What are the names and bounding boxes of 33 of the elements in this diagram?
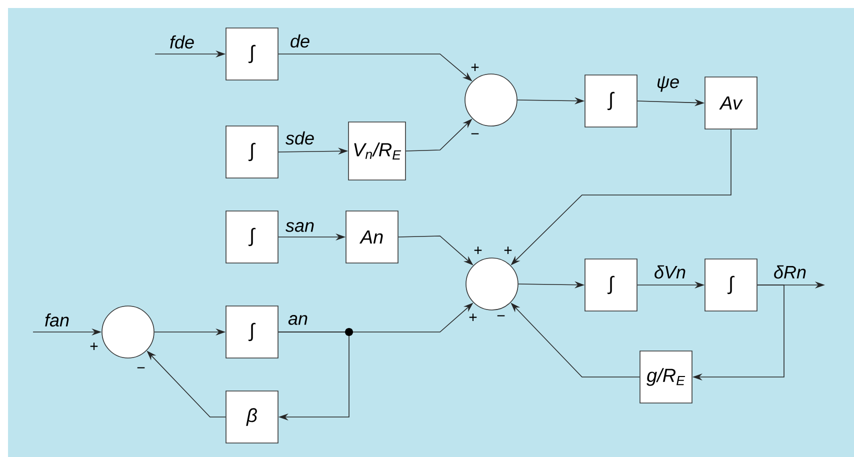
- block-box: Av: [704, 76, 758, 130]
- sign-label: +: [469, 314, 477, 321]
- edge-label: sde: [286, 131, 314, 145]
- edge-label: fde: [170, 35, 194, 49]
- block-box: ∫: [226, 126, 278, 178]
- summing-junction: [102, 306, 154, 358]
- block-box: ∫: [226, 210, 278, 264]
- edge-label: fan: [45, 313, 69, 327]
- block-box: ∫: [226, 28, 278, 80]
- sign-label: +: [471, 64, 479, 71]
- edge-label: δVn: [654, 265, 686, 279]
- sign-label: +: [504, 246, 512, 254]
- edge-label: de: [290, 34, 310, 48]
- edge-label: δRn: [774, 265, 806, 279]
- sign-label: −: [497, 315, 505, 316]
- edge-label: san: [286, 222, 314, 232]
- block-box: ∫: [584, 74, 638, 128]
- sign-label: −: [137, 367, 145, 368]
- edge-label: an: [288, 315, 308, 325]
- summing-junction: [466, 258, 518, 310]
- block-box: ∫: [704, 258, 758, 312]
- sign-label: −: [471, 133, 479, 134]
- edge-label: ψe: [657, 76, 679, 92]
- block-box: β: [226, 390, 278, 444]
- block-box: An: [346, 210, 398, 264]
- block-box: ∫: [584, 258, 638, 312]
- sign-label: +: [474, 246, 482, 254]
- block-box: V$_{n}$/R$_{E}$: [348, 122, 406, 180]
- arrow: [278, 332, 350, 421]
- summing-junction: [464, 74, 518, 126]
- block-box: g/R$_{E}$: [640, 350, 692, 404]
- block-box: ∫: [226, 306, 278, 358]
- sign-label: +: [90, 342, 98, 350]
